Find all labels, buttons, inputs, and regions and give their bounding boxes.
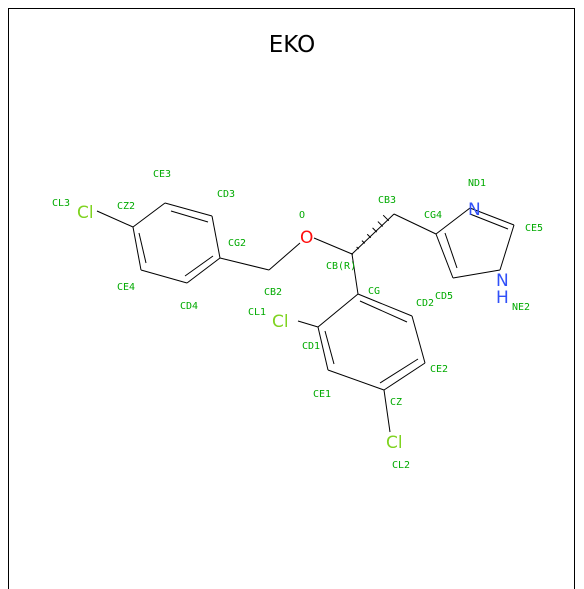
bond-line — [184, 255, 214, 277]
bond-line — [170, 210, 209, 223]
atom-label-cg: CG — [368, 286, 380, 297]
bond-line — [359, 300, 408, 323]
bond-line — [164, 202, 213, 217]
hash-wedge-line — [356, 246, 360, 250]
element-symbol-o: O — [300, 228, 313, 248]
element-symbol-ne2h: H — [496, 288, 509, 308]
bond-line — [132, 202, 166, 228]
bond-line — [435, 207, 471, 235]
atom-label-cb2: CB2 — [264, 287, 282, 298]
bond-line — [351, 213, 395, 255]
bond-line — [383, 389, 391, 433]
element-symbol-cl2: Cl — [386, 433, 403, 453]
bond-line — [211, 215, 221, 259]
element-symbol-ne2: N — [496, 271, 509, 291]
bond-line — [219, 257, 270, 271]
hash-wedge-line — [350, 252, 354, 256]
bond-line — [138, 232, 147, 264]
bond-line — [469, 213, 509, 230]
element-symbol-cl1: Cl — [272, 312, 289, 332]
bond-line — [357, 293, 413, 317]
atom-label-nd1: ND1 — [468, 178, 486, 189]
atom-label-cd1: CD1 — [302, 341, 320, 352]
atom-label-cz2: CZ2 — [117, 201, 135, 212]
hash-wedge-line — [377, 221, 384, 227]
bond-line — [499, 224, 515, 271]
diagram-frame — [8, 8, 575, 589]
atom-label-cz: CZ — [390, 397, 402, 408]
atom-label-cd2: CD2 — [416, 298, 434, 309]
bond-line — [469, 207, 515, 226]
hash-wedge-line — [361, 240, 366, 244]
bond-line — [351, 253, 359, 295]
bond-line — [379, 358, 419, 384]
atom-label-ce2: CE2 — [430, 364, 448, 375]
hash-wedge-line — [372, 227, 378, 233]
bond-line — [327, 369, 385, 391]
atom-label-cg2: CG2 — [228, 238, 246, 249]
bond-line — [393, 213, 437, 235]
atom-label-cl2: CL2 — [392, 460, 410, 471]
bond-line — [324, 330, 335, 365]
bond-line — [140, 269, 188, 284]
bond-group — [96, 202, 515, 433]
atom-label-cd3: CD3 — [217, 189, 235, 200]
bond-line — [297, 320, 319, 328]
atom-label-ce1: CE1 — [313, 389, 331, 400]
atom-label-ce3: CE3 — [153, 169, 171, 180]
bond-line — [268, 242, 301, 271]
atom-label-cl3: CL3 — [52, 198, 70, 209]
bond-line — [132, 226, 142, 271]
element-symbol-nd1: N — [468, 200, 481, 220]
bond-line — [452, 269, 501, 279]
atom-label-o: O — [299, 210, 305, 221]
bond-line — [411, 315, 426, 364]
atom-label-cbr: CB(R) — [326, 261, 356, 272]
hash-wedge-line — [366, 233, 372, 239]
atom-label-cd5: CD5 — [435, 291, 453, 302]
element-symbol-cl3: Cl — [77, 203, 94, 223]
bond-line — [313, 237, 353, 255]
atom-label-cl1: CL1 — [248, 307, 266, 318]
bond-line — [317, 326, 329, 371]
bond-line — [317, 293, 359, 328]
bond-line — [186, 257, 221, 284]
atom-label-cg4: CG4 — [424, 210, 442, 221]
atom-label-ce4: CE4 — [117, 282, 135, 293]
atom-label-ce5: CE5 — [525, 223, 543, 234]
bond-line — [444, 232, 458, 269]
atom-label-cb3: CB3 — [378, 195, 396, 206]
bond-line — [435, 233, 454, 279]
bond-line — [96, 210, 134, 228]
hash-wedge-line — [382, 214, 390, 222]
atom-label-cd4: CD4 — [180, 301, 198, 312]
bond-line — [383, 362, 426, 391]
atom-label-ne2: NE2 — [512, 302, 530, 313]
molecule-title: EKO — [268, 32, 316, 58]
